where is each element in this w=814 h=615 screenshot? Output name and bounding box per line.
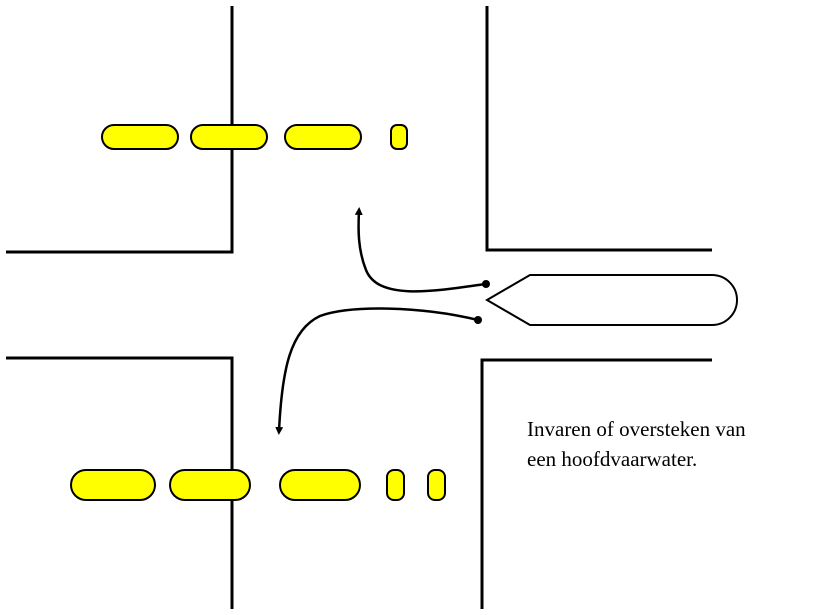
- boat-icon: [485, 274, 738, 326]
- buoy-line-bottom: [70, 469, 446, 501]
- buoy-line-top: [101, 124, 408, 150]
- buoy: [169, 469, 251, 501]
- course-arrow-upper: [354, 207, 487, 293]
- waterway-banks: [6, 6, 712, 609]
- buoy: [279, 469, 361, 501]
- caption-line-1: Invaren of oversteken van: [527, 417, 746, 441]
- bank-top-right: [485, 6, 712, 252]
- course-arrow-lower: [275, 307, 479, 435]
- buoy: [427, 469, 446, 501]
- bank-bottom-left: [6, 356, 234, 609]
- course-start-dot: [474, 316, 482, 324]
- buoy: [390, 124, 408, 150]
- buoy: [284, 124, 362, 150]
- buoy: [190, 124, 268, 150]
- buoy: [386, 469, 405, 501]
- diagram-caption: Invaren of oversteken van een hoofdvaarw…: [527, 414, 814, 474]
- bank-bottom-right: [480, 358, 712, 609]
- bank-top-left: [6, 6, 234, 254]
- course-start-dot: [482, 280, 490, 288]
- buoy: [101, 124, 179, 150]
- caption-line-2: een hoofdvaarwater.: [527, 447, 698, 471]
- buoy: [70, 469, 156, 501]
- arrow-icon: [275, 207, 487, 435]
